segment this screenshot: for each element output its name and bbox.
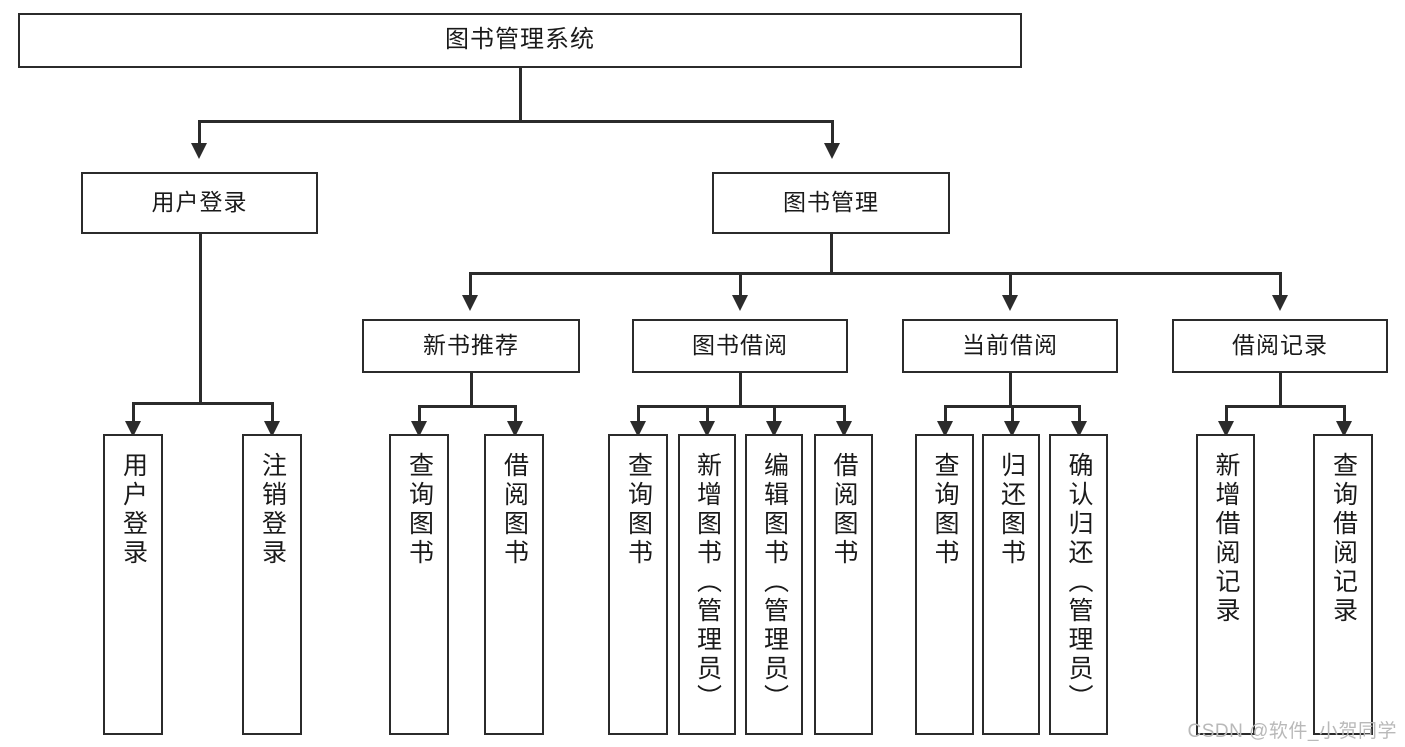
- connector-nb-to-query: [418, 405, 421, 424]
- arrow-root-to-book-management: [824, 143, 840, 159]
- connector-root-to-user-login: [198, 120, 201, 145]
- connector-book-borrow-stem: [739, 373, 742, 405]
- arrow-bb-to-borrow: [836, 421, 852, 437]
- connector-cb-to-confirm: [1078, 405, 1081, 424]
- leaf-add-book-admin[interactable]: 新增图书（管理员）: [678, 434, 736, 735]
- connector-user-login-to-login: [132, 402, 135, 424]
- leaf-confirm-return-admin[interactable]: 确认归还（管理员）: [1049, 434, 1108, 735]
- arrow-bb-to-query: [630, 421, 646, 437]
- connector-borrow-record-bus: [1225, 405, 1343, 408]
- node-current-borrow[interactable]: 当前借阅: [902, 319, 1118, 373]
- node-label: 新增图书（管理员）: [693, 452, 722, 713]
- arrow-bb-to-add: [699, 421, 715, 437]
- node-book-borrow[interactable]: 图书借阅: [632, 319, 848, 373]
- connector-user-login-stem: [199, 234, 202, 402]
- connector-bb-to-borrow: [843, 405, 846, 424]
- connector-root-stem: [519, 68, 522, 120]
- node-label: 用户登录: [119, 452, 148, 568]
- leaf-return-book[interactable]: 归还图书: [982, 434, 1040, 735]
- node-label: 用户登录: [151, 189, 248, 216]
- leaf-add-borrow-record[interactable]: 新增借阅记录: [1196, 434, 1255, 735]
- leaf-query-borrow-record[interactable]: 查询借阅记录: [1313, 434, 1373, 735]
- connector-borrow-record-stem: [1279, 373, 1282, 405]
- leaf-edit-book-admin[interactable]: 编辑图书（管理员）: [745, 434, 803, 735]
- arrow-bm-to-book-borrow: [732, 295, 748, 311]
- node-book-management[interactable]: 图书管理: [712, 172, 950, 234]
- arrow-br-to-query: [1336, 421, 1352, 437]
- connector-user-login-bus: [132, 402, 271, 405]
- node-label: 借阅图书: [500, 452, 529, 568]
- connector-root-bus: [198, 120, 833, 123]
- node-root-book-management-system[interactable]: 图书管理系统: [18, 13, 1022, 68]
- arrow-bb-to-edit: [766, 421, 782, 437]
- arrow-user-login-to-login: [125, 421, 141, 437]
- node-label: 图书管理系统: [445, 26, 595, 54]
- leaf-query-book-current[interactable]: 查询图书: [915, 434, 974, 735]
- arrow-br-to-add: [1218, 421, 1234, 437]
- connector-book-management-bus: [469, 272, 1281, 275]
- node-label: 编辑图书（管理员）: [760, 452, 789, 713]
- connector-new-book-stem: [470, 373, 473, 405]
- node-label: 图书借阅: [692, 332, 788, 359]
- arrow-bm-to-new-book: [462, 295, 478, 311]
- leaf-logout[interactable]: 注销登录: [242, 434, 302, 735]
- node-label: 查询图书: [931, 452, 959, 568]
- connector-book-management-stem: [830, 234, 833, 272]
- connector-cb-to-return: [1011, 405, 1014, 424]
- node-label: 图书管理: [783, 189, 879, 216]
- connector-user-login-to-logout: [271, 402, 274, 424]
- arrow-root-to-user-login: [191, 143, 207, 159]
- arrow-bm-to-current-borrow: [1002, 295, 1018, 311]
- leaf-query-book-borrow[interactable]: 查询图书: [608, 434, 668, 735]
- node-label: 查询图书: [624, 452, 653, 568]
- node-label: 当前借阅: [962, 332, 1058, 359]
- arrow-cb-to-query: [937, 421, 953, 437]
- connector-bm-to-new-book: [469, 272, 472, 297]
- node-user-login[interactable]: 用户登录: [81, 172, 318, 234]
- connector-root-to-book-management: [831, 120, 834, 145]
- node-label: 注销登录: [258, 452, 287, 568]
- connector-br-to-query: [1343, 405, 1346, 424]
- connector-cb-to-query: [944, 405, 947, 424]
- node-label: 借阅图书: [830, 452, 858, 568]
- connector-br-to-add: [1225, 405, 1228, 424]
- node-label: 查询图书: [405, 452, 434, 568]
- connector-current-borrow-stem: [1009, 373, 1012, 405]
- arrow-cb-to-return: [1004, 421, 1020, 437]
- node-borrow-record[interactable]: 借阅记录: [1172, 319, 1388, 373]
- leaf-borrow-book-recommend[interactable]: 借阅图书: [484, 434, 544, 735]
- connector-nb-to-borrow: [514, 405, 517, 424]
- connector-bm-to-borrow-record: [1279, 272, 1282, 297]
- connector-bb-to-query: [637, 405, 640, 424]
- arrow-nb-to-borrow: [507, 421, 523, 437]
- leaf-user-login[interactable]: 用户登录: [103, 434, 163, 735]
- node-label: 查询借阅记录: [1329, 452, 1358, 626]
- node-new-book-recommend[interactable]: 新书推荐: [362, 319, 580, 373]
- connector-bm-to-current-borrow: [1009, 272, 1012, 297]
- node-label: 归还图书: [997, 452, 1026, 568]
- arrow-user-login-to-logout: [264, 421, 280, 437]
- node-label: 新增借阅记录: [1212, 452, 1240, 626]
- arrow-cb-to-confirm: [1071, 421, 1087, 437]
- connector-bb-to-edit: [773, 405, 776, 424]
- connector-bm-to-book-borrow: [739, 272, 742, 297]
- arrow-nb-to-query: [411, 421, 427, 437]
- node-label: 借阅记录: [1232, 332, 1328, 359]
- connector-bb-to-add: [706, 405, 709, 424]
- leaf-borrow-book[interactable]: 借阅图书: [814, 434, 873, 735]
- connector-new-book-bus: [418, 405, 514, 408]
- node-label: 新书推荐: [423, 332, 519, 359]
- node-label: 确认归还（管理员）: [1065, 452, 1093, 713]
- connector-book-borrow-bus: [637, 405, 843, 408]
- arrow-bm-to-borrow-record: [1272, 295, 1288, 311]
- leaf-query-book-recommend[interactable]: 查询图书: [389, 434, 449, 735]
